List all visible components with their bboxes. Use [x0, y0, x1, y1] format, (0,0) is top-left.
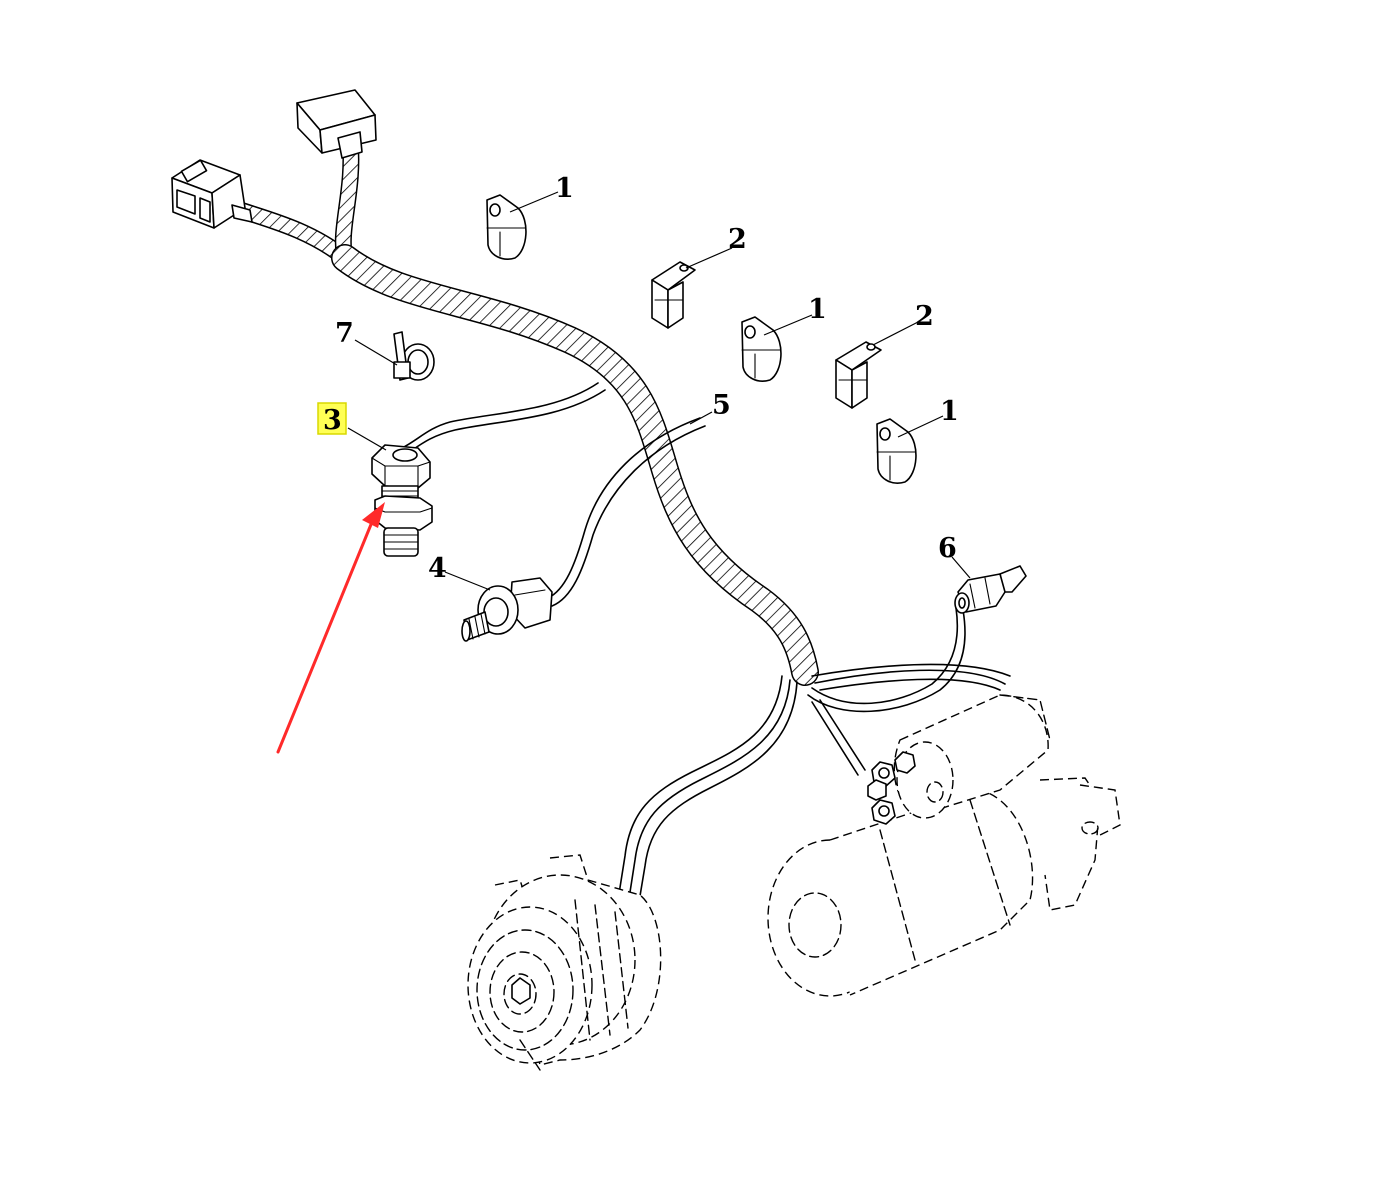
- callout-1a: 1: [555, 173, 574, 204]
- wires: [401, 382, 1011, 909]
- alternator: [467, 854, 662, 1071]
- p-clip-1b: [741, 316, 782, 382]
- annotation-arrow: [276, 502, 385, 754]
- callouts: 1 2 1 2 1 7 5 3 4 6: [323, 173, 959, 584]
- left-connector: [171, 159, 253, 229]
- bracket-2b: [835, 341, 882, 409]
- leader-lines: [347, 191, 971, 591]
- callout-2b: 2: [915, 301, 934, 332]
- sensor-6: [954, 565, 1027, 614]
- bracket-2a: [651, 261, 696, 329]
- callout-5: 5: [712, 390, 731, 421]
- callout-7: 7: [335, 318, 354, 349]
- callout-3: 3: [323, 405, 342, 436]
- top-connector: [296, 89, 377, 159]
- cable-tie-7: [393, 331, 435, 381]
- p-clip-1a: [486, 194, 527, 260]
- sensor-4: [461, 577, 553, 642]
- sensor-3: [371, 444, 433, 557]
- callout-1b: 1: [808, 294, 827, 325]
- starter-motor: [767, 694, 1121, 997]
- p-clip-1c: [876, 418, 917, 484]
- callout-4: 4: [428, 553, 447, 584]
- callout-6: 6: [938, 533, 957, 564]
- callout-1c: 1: [940, 396, 959, 427]
- callout-2a: 2: [728, 224, 747, 255]
- callout-highlight: [317, 402, 347, 435]
